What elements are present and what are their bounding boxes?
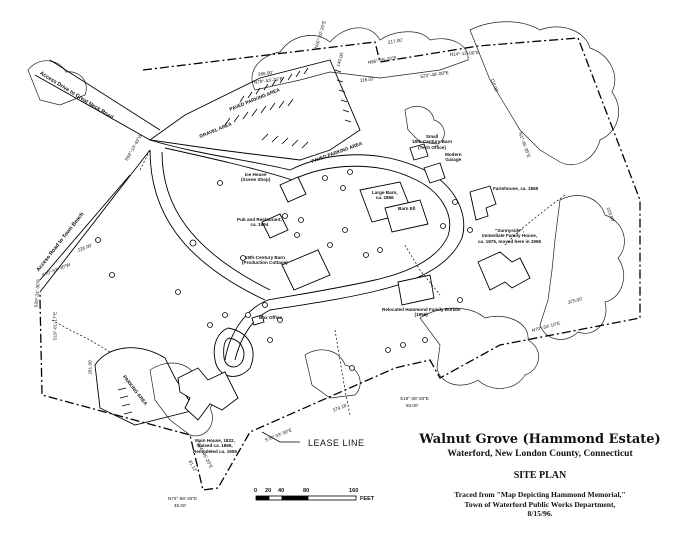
label-pub: Pub and Restaurant,ca. 1994: [237, 217, 282, 228]
buildings: [177, 143, 531, 421]
drive-west-loop-inner: [161, 151, 271, 291]
label-box-office: Box Office: [259, 315, 282, 320]
building-burial-plot: [397, 274, 435, 306]
road-great-neck-right: [49, 59, 161, 131]
hedgerows: [51, 149, 566, 416]
label-sunnyside: "Sunnyside",Immediate Family House,ca. 1…: [478, 228, 541, 244]
source-note: Traced from "Map Depicting Hammond Memor…: [390, 490, 690, 519]
drive-south-loop: [213, 327, 254, 377]
map-subtitle: Waterford, New London County, Connecticu…: [447, 449, 633, 459]
dimension-label: S19°-38'-30"E: [400, 396, 429, 401]
scale-tick-label: 20: [265, 488, 272, 494]
building-ice-house: [279, 176, 307, 203]
drive-main-inner: [164, 147, 451, 361]
canopy-mid: [404, 106, 445, 145]
building-barn-ell: [384, 199, 429, 233]
label-large-barn: Large Barn,ca. 1866: [372, 190, 398, 201]
label-main-house: Main House, 1822,Raised ca. 1865,Remodel…: [193, 438, 237, 454]
source-note-line: Traced from "Map Depicting Hammond Memor…: [454, 490, 626, 499]
label-ice-house-line: Ice House: [244, 172, 267, 177]
dimension-label: 281.00': [87, 359, 93, 375]
label-burials-line: (1996): [414, 312, 428, 318]
scale-tick-label: 40: [278, 488, 285, 494]
scale-bar: [255, 495, 357, 501]
building-pub: [261, 213, 289, 239]
label-sunnyside-line: Immediate Family House,: [481, 233, 538, 239]
canopy-north: [251, 27, 469, 91]
label-garage-line: Modern: [445, 152, 462, 157]
scale-tick-label: 80: [303, 488, 310, 494]
dimension-label: 45.00': [174, 503, 187, 508]
scale-tick-label: 160: [349, 488, 359, 494]
label-small-barn-line: (Tech Office): [418, 144, 446, 150]
label-main-house-line: Remodeled ca. 1905: [193, 448, 237, 454]
parking-south-outline: [94, 347, 196, 426]
canopy-north-east: [469, 21, 620, 166]
dimension-label: 83.00': [406, 403, 419, 408]
label-ice-house-line: (Scene Shop): [241, 177, 271, 183]
label-farmhouse: Farmhouse, ca. 1865: [493, 186, 539, 191]
canopy-east: [539, 195, 625, 340]
building-box-office: [251, 314, 265, 326]
label-barn-ell: Barn Ell: [398, 206, 416, 211]
label-garage-line: Garage: [445, 157, 462, 163]
parking-stripes: [117, 67, 352, 415]
lease-line-leader: [261, 431, 300, 443]
label-main-house-line: Raised ca. 1865,: [197, 443, 233, 449]
canopy-south-2: [304, 349, 361, 399]
dimension-label: N73°-58'-45"E: [168, 496, 198, 501]
label-pub-line: Pub and Restaurant,: [237, 217, 282, 222]
label-large-barn-line: Large Barn,: [372, 190, 398, 195]
parking-north-outline: [148, 59, 361, 161]
drive-main-outer: [149, 139, 465, 361]
label-burials: Relocated Hammond Family Burials(1996): [382, 307, 460, 318]
road-great-neck-left: [34, 74, 151, 141]
drive-west-loop: [149, 149, 266, 301]
label-large-barn-line: ca. 1866: [375, 195, 394, 201]
label-small-barn-line: Small: [425, 134, 439, 139]
dimension-label: S19°-01'-17"E: [52, 311, 58, 341]
trees: [95, 169, 473, 371]
label-19c-barn: 19th-Century Barn(Production Cottage): [242, 255, 288, 266]
lease-line-label: LEASE LINE: [308, 438, 365, 448]
label-burials-line: Relocated Hammond Family Burials: [382, 307, 461, 312]
label-sunnyside-line: "Sunnyside",: [495, 228, 524, 233]
map-title: Walnut Grove (Hammond Estate): [419, 432, 661, 447]
label-19c-barn-line: (Production Cottage): [242, 260, 288, 266]
label-sunnyside-line: ca. 1875, moved here in 1965: [478, 238, 542, 244]
scale-unit-label: FEET: [360, 496, 375, 502]
label-19c-barn-line: 19th-Century Barn: [244, 255, 285, 260]
canopy-south-east: [419, 308, 539, 389]
building-sunnyside: [477, 251, 531, 291]
roads: [34, 59, 465, 426]
building-small-barn: [409, 143, 429, 161]
source-note-line: Town of Waterford Public Works Departmen…: [464, 499, 616, 509]
road-town-beach-right: [39, 174, 131, 281]
scale-tick-label: 0: [254, 488, 258, 494]
label-pub-line: ca. 1994: [250, 222, 269, 228]
source-note-line: 8/15/96.: [527, 509, 553, 519]
label-ice-house: Ice House(Scene Shop): [241, 172, 270, 183]
label-small-barn-line: 19th-Century Barn: [412, 139, 453, 145]
road-town-beach-left: [39, 149, 151, 293]
property-boundary: [39, 37, 641, 491]
building-19c-barn: [281, 249, 331, 291]
label-main-house-line: Main House, 1822,: [195, 438, 235, 443]
building-garage: [423, 162, 446, 184]
plan-heading: SITE PLAN: [513, 470, 567, 481]
drive-south-loop-inner: [223, 337, 245, 368]
building-main-house: [177, 367, 239, 421]
building-farmhouse: [469, 185, 497, 221]
title-block: Walnut Grove (Hammond Estate) Waterford,…: [390, 432, 690, 519]
